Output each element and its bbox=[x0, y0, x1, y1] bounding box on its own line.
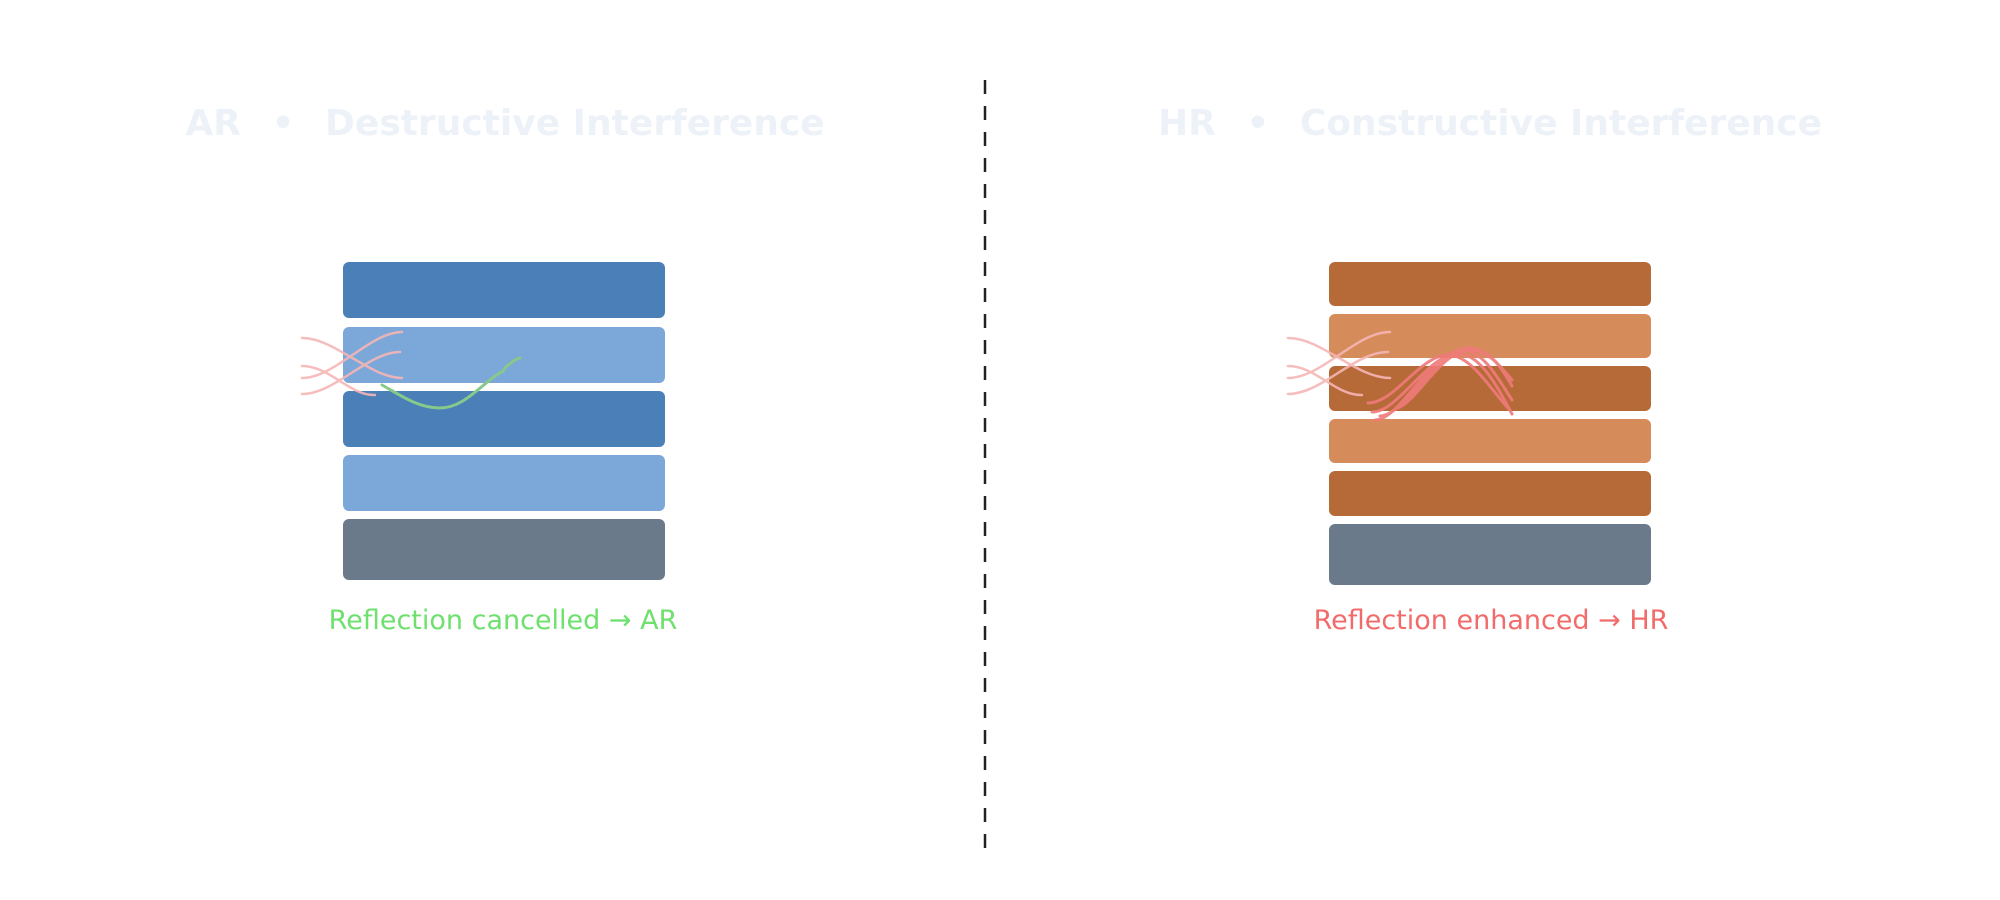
ar-layer-4 bbox=[343, 455, 665, 511]
hr-layer-2 bbox=[1329, 314, 1651, 358]
hr-incident-waves bbox=[1286, 330, 1392, 397]
hr-title: HR • Constructive Interference bbox=[1158, 103, 1822, 144]
ar-incident-wave-4 bbox=[300, 330, 404, 380]
ar-layer-1 bbox=[343, 262, 665, 318]
hr-incident-wave-4 bbox=[1286, 330, 1392, 380]
ar-title-text: Destructive Interference bbox=[325, 103, 825, 144]
hr-substrate bbox=[1329, 524, 1651, 585]
hr-layer-1 bbox=[1329, 262, 1651, 306]
hr-caption: Reflection enhanced → HR bbox=[1314, 605, 1669, 636]
hr-incident-wave-2 bbox=[1286, 350, 1390, 396]
ar-cancelled-wave bbox=[380, 356, 522, 410]
hr-panel: HR • Constructive Interference Reflectio bbox=[1158, 103, 1822, 636]
ar-title-separator: • bbox=[271, 103, 294, 144]
ar-substrate bbox=[343, 519, 665, 580]
ar-incident-waves bbox=[300, 330, 404, 397]
hr-layer-4 bbox=[1329, 419, 1651, 463]
hr-layer-stack bbox=[1329, 262, 1651, 585]
hr-incident-wave-3 bbox=[1286, 364, 1364, 397]
hr-title-code: HR bbox=[1158, 103, 1216, 144]
hr-title-separator: • bbox=[1246, 103, 1269, 144]
ar-title: AR • Destructive Interference bbox=[185, 103, 824, 144]
ar-layer-3 bbox=[343, 391, 665, 447]
ar-layer-2 bbox=[343, 327, 665, 383]
hr-layer-5 bbox=[1329, 471, 1651, 516]
ar-panel: AR • Destructive Interference Reflection… bbox=[185, 103, 824, 636]
ar-incident-wave-3 bbox=[300, 364, 377, 397]
ar-title-code: AR bbox=[185, 103, 241, 144]
ar-layer-stack bbox=[343, 262, 665, 580]
hr-title-text: Constructive Interference bbox=[1300, 103, 1822, 144]
hr-reflected-waves bbox=[1366, 346, 1514, 422]
ar-incident-wave-2 bbox=[300, 350, 402, 396]
hr-incident-wave-1 bbox=[1286, 336, 1392, 380]
hr-reflected-wave-5 bbox=[1396, 348, 1514, 410]
ar-caption: Reflection cancelled → AR bbox=[329, 605, 678, 636]
ar-incident-wave-1 bbox=[300, 336, 404, 380]
